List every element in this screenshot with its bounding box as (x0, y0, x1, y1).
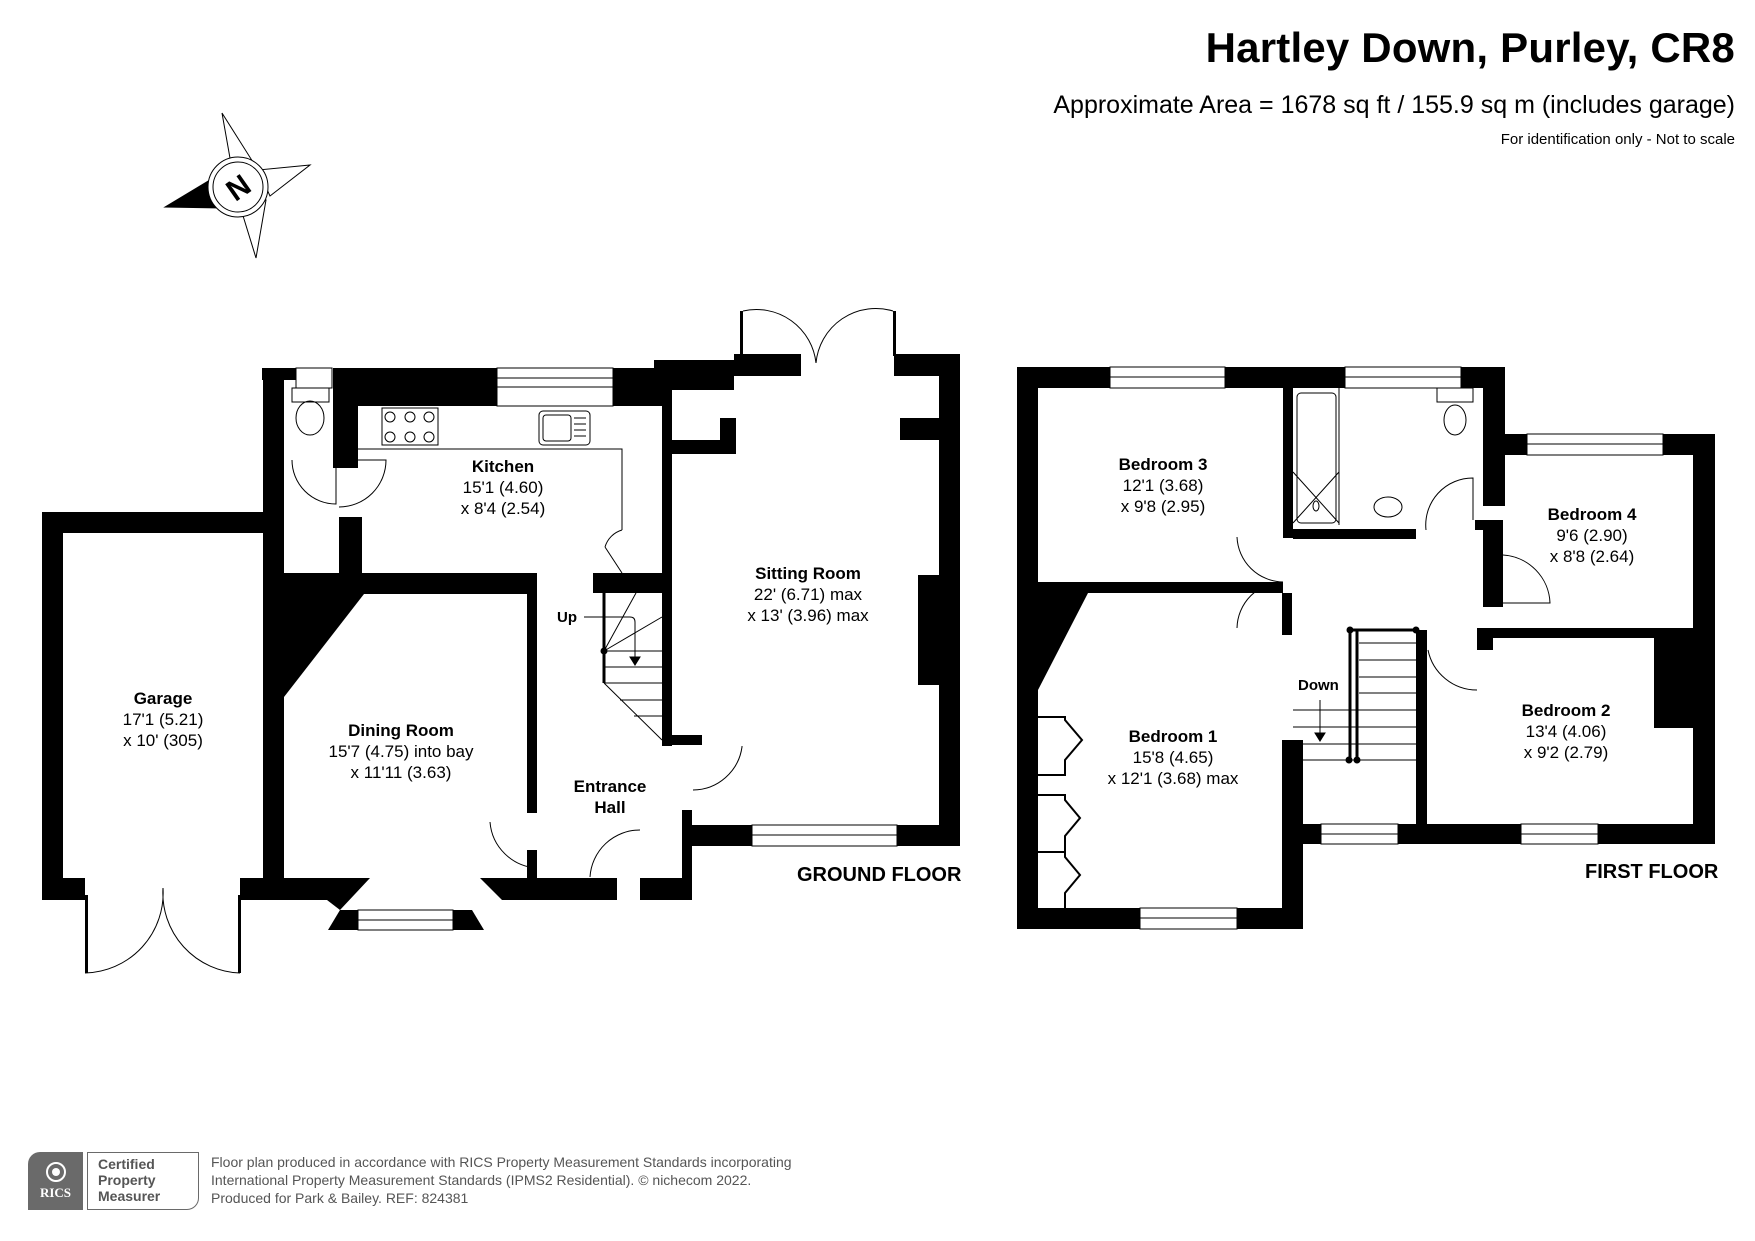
room-label-entrance-hall: Entrance Hall (573, 777, 647, 817)
room-label-bedroom-4: Bedroom 4 9'6 (2.90) x 8'8 (2.64) (1547, 505, 1637, 566)
ground-floor-label: GROUND FLOOR (797, 864, 962, 886)
north-compass-icon: N (163, 112, 312, 259)
ground-floor-walls (42, 311, 960, 973)
certified-property-measurer-badge: Certified Property Measurer (87, 1152, 199, 1210)
room-label-bedroom-1: Bedroom 1 15'8 (4.65) x 12'1 (3.68) max (1107, 727, 1239, 788)
stairs-up-label: Up (557, 609, 577, 626)
first-floor-label: FIRST FLOOR (1585, 861, 1719, 883)
ground-floor-fixtures (84, 307, 898, 974)
rics-lion-icon (45, 1162, 66, 1182)
rics-logo: RICS (28, 1152, 83, 1210)
first-floor-fixtures (1038, 366, 1664, 930)
plan-header: Hartley Down, Purley, CR8 Approximate Ar… (1053, 22, 1735, 150)
room-label-bedroom-3: Bedroom 3 12'1 (3.68) x 9'8 (2.95) (1118, 455, 1208, 516)
room-label-sitting-room: Sitting Room 22' (6.71) max x 13' (3.96)… (747, 564, 869, 625)
property-title: Hartley Down, Purley, CR8 (1205, 24, 1735, 71)
room-label-dining-room: Dining Room 15'7 (4.75) into bay x 11'11… (328, 721, 474, 782)
footer-disclaimer: Floor plan produced in accordance with R… (211, 1154, 792, 1206)
approximate-area: Approximate Area = 1678 sq ft / 155.9 sq… (1053, 91, 1735, 119)
room-label-bedroom-2: Bedroom 2 13'4 (4.06) x 9'2 (2.79) (1521, 701, 1611, 762)
scale-disclaimer: For identification only - Not to scale (1500, 131, 1735, 148)
footer: RICS Certified Property Measurer Floor p… (28, 1152, 792, 1210)
room-label-kitchen: Kitchen 15'1 (4.60) x 8'4 (2.54) (460, 457, 546, 518)
room-label-garage: Garage 17'1 (5.21) x 10' (305) (122, 689, 204, 750)
stairs-down-label: Down (1298, 677, 1339, 694)
